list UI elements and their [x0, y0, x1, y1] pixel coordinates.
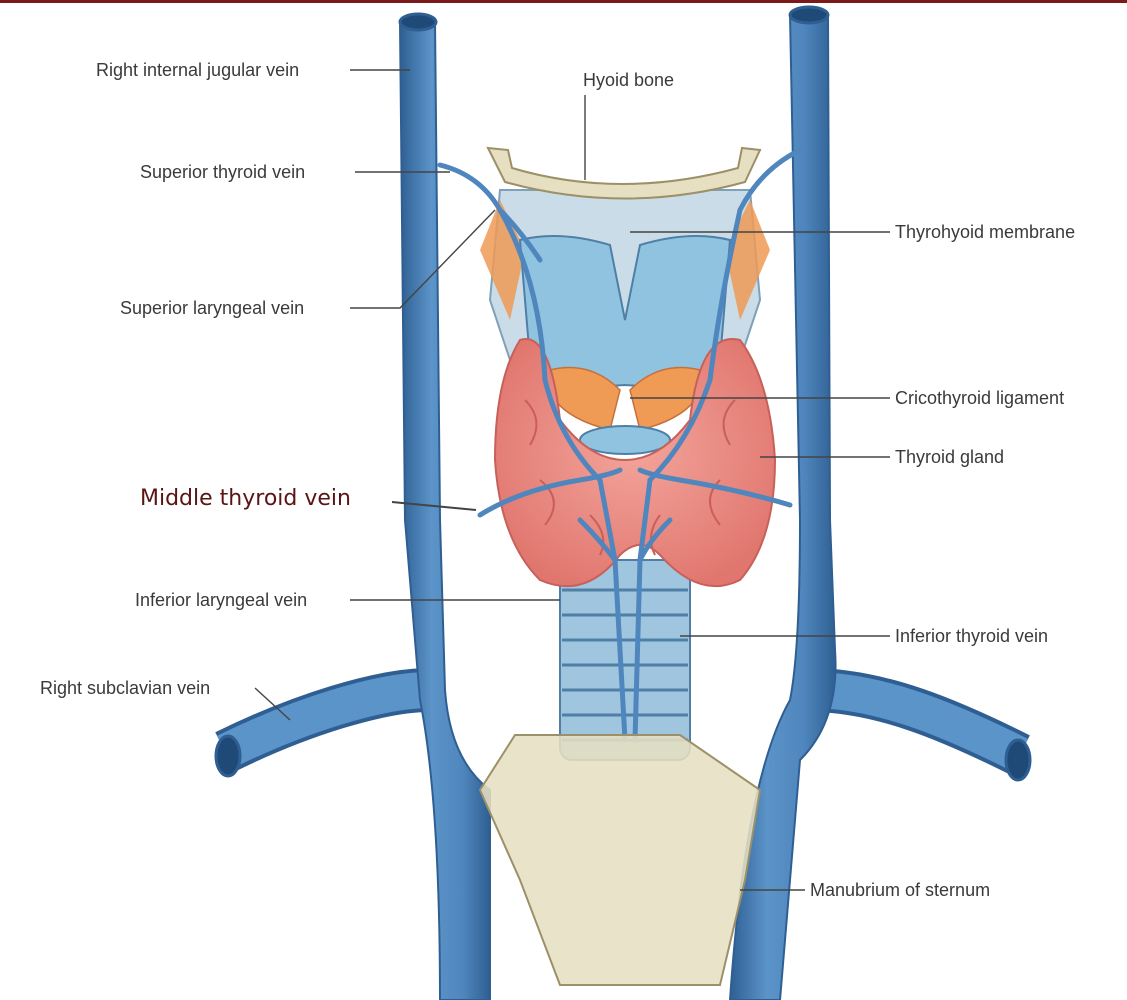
label-right-internal-jugular-vein: Right internal jugular vein [96, 60, 300, 80]
manubrium [478, 734, 762, 986]
label-superior-laryngeal-vein: Superior laryngeal vein [120, 298, 305, 318]
label-thyroid-gland: Thyroid gland [895, 447, 1005, 467]
label-middle-thyroid-vein: Middle thyroid vein [140, 486, 351, 511]
label-inferior-laryngeal-vein: Inferior laryngeal vein [135, 590, 308, 610]
label-right-subclavian-vein: Right subclavian vein [40, 678, 211, 698]
subclavian-veins [214, 668, 1032, 782]
leader-lines [254, 69, 890, 891]
thyroid-gland [493, 338, 777, 588]
label-manubrium-of-sternum: Manubrium of sternum [810, 880, 991, 900]
top-accent-bar [0, 0, 1127, 3]
hyoid-bone [486, 146, 762, 200]
label-thyrohyoid-membrane: Thyrohyoid membrane [895, 222, 1076, 242]
trachea [559, 559, 691, 761]
label-inferior-thyroid-vein: Inferior thyroid vein [895, 626, 1049, 646]
label-cricothyroid-ligament: Cricothyroid ligament [895, 388, 1065, 408]
internal-jugular-veins [398, 5, 837, 1000]
thyroid-veins [437, 147, 803, 743]
label-superior-thyroid-vein: Superior thyroid vein [140, 162, 306, 182]
label-hyoid-bone: Hyoid bone [583, 70, 675, 90]
